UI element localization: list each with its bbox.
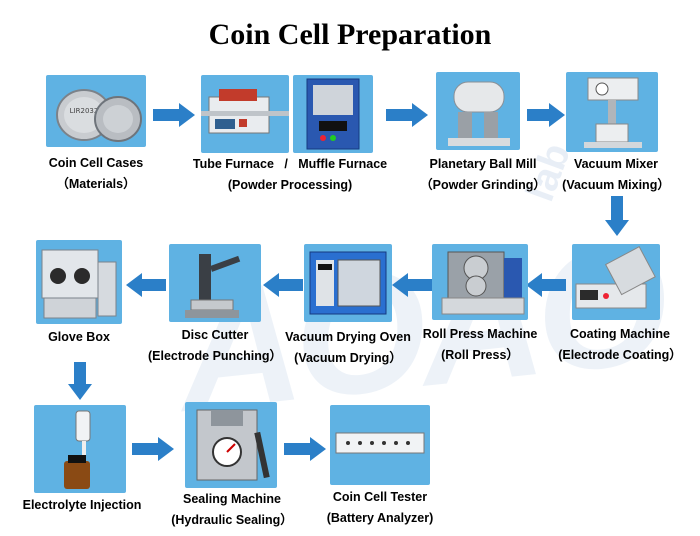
step-coating-label: Coating Machine (Electrode Coating） [558, 327, 682, 362]
battery-tester-icon [330, 405, 430, 485]
step-disc-cutter-label: Disc Cutter (Electrode Punching） [147, 328, 283, 363]
step-ball-mill-label: Planetary Ball Mill （Powder Grinding） [420, 157, 546, 192]
disc-cutter-icon [169, 244, 261, 322]
coin-cell-icon: LIR2032 [46, 75, 146, 147]
step-coin-cell-cases-label: Coin Cell Cases （Materials） [48, 156, 144, 191]
sealing-machine-icon [185, 402, 277, 488]
flow-arrow-7 [263, 273, 303, 297]
flow-arrow-1 [153, 103, 195, 127]
coater-icon [572, 244, 660, 320]
step-tester-label: Coin Cell Tester (Battery Analyzer) [326, 490, 434, 525]
flow-arrow-11 [284, 437, 326, 461]
roll-press-icon [432, 244, 528, 320]
step-roll-press-label: Roll Press Machine (Roll Press） [422, 327, 538, 362]
flow-arrow-8 [126, 273, 166, 297]
flow-arrow-5 [526, 273, 566, 297]
flow-arrow-4 [605, 196, 629, 236]
muffle-furnace-icon [293, 75, 373, 153]
step-electrolyte-label: Electrolyte Injection [22, 498, 142, 512]
vacuum-mixer-icon [566, 72, 658, 152]
step-glove-box-label: Glove Box [48, 330, 110, 344]
step-furnace-label: Tube Furnace / Muffle Furnace (Powder Pr… [192, 157, 388, 192]
page-title: Coin Cell Preparation [208, 18, 492, 51]
flow-arrow-3 [527, 103, 565, 127]
oven-icon [304, 244, 392, 322]
glove-box-icon [36, 240, 122, 324]
flow-arrow-2 [386, 103, 428, 127]
step-vacuum-mixer-label: Vacuum Mixer (Vacuum Mixing） [562, 157, 670, 192]
step-sealing-label: Sealing Machine (Hydraulic Sealing） [171, 492, 293, 527]
step-oven-label: Vacuum Drying Oven (Vacuum Drying） [285, 330, 411, 365]
ball-mill-icon [436, 72, 520, 150]
pipette-icon [34, 405, 126, 493]
tube-furnace-icon [201, 75, 289, 153]
flow-arrow-6 [392, 273, 432, 297]
flow-arrow-9 [68, 362, 92, 400]
svg-text:LIR2032: LIR2032 [70, 107, 99, 115]
flow-arrow-10 [132, 437, 174, 461]
